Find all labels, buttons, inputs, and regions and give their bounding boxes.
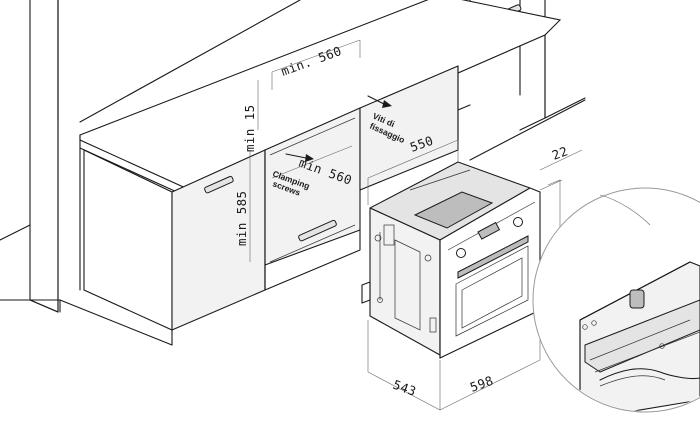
left-knob	[456, 248, 466, 258]
detail-zoom	[532, 187, 700, 413]
drawer-handle	[298, 219, 337, 242]
base-cabinet-left	[0, 149, 266, 346]
dim-oven-body-depth: 543	[391, 377, 418, 399]
base-cabinet-handle	[204, 175, 234, 194]
clamping-screws-callout	[285, 153, 314, 162]
dim-cabinet-top-gap: min 15	[242, 104, 257, 152]
side-bracket-1	[383, 224, 395, 246]
oven	[361, 161, 541, 359]
display-panel	[477, 221, 501, 240]
dim-front-thickness: 22	[550, 143, 570, 163]
detail-screw	[629, 289, 645, 309]
dim-cabinet-height: min 585	[234, 191, 249, 246]
right-knob	[513, 217, 523, 227]
cabinet-dimension-lines	[249, 39, 361, 262]
floor	[59, 99, 586, 313]
dim-oven-width: 598	[468, 373, 495, 395]
fixing-screws-callout	[367, 95, 392, 108]
tall-column	[29, 0, 59, 313]
